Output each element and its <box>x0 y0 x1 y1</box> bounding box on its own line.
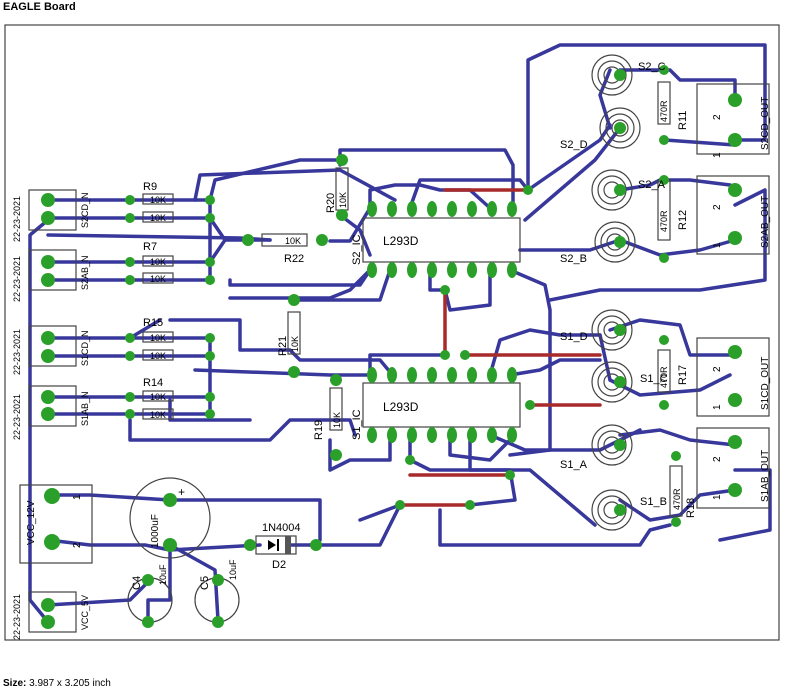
label-r9-val-a: 10K <box>150 195 166 205</box>
label-r19-val: 10K <box>332 412 342 428</box>
ic-l293d-top <box>362 217 521 263</box>
label-r11: R11 <box>677 111 689 130</box>
ic-l293d-bottom <box>362 382 521 428</box>
label-r15-val-b: 10K <box>150 351 166 361</box>
bottom-layer-traces <box>398 188 602 507</box>
label-r14: R14 <box>143 377 163 389</box>
label-s1-ic: S1_IC <box>351 409 363 440</box>
label-r14-val-b: 10K <box>150 410 166 420</box>
connector-s1cd-n <box>28 325 77 367</box>
label-cap-1000uf: 1000uF <box>150 514 161 548</box>
label-s2ab-pin1: 1 <box>712 242 723 248</box>
label-r20-val: 10K <box>338 192 348 208</box>
label-s1cd-n: S1CD_N <box>80 330 90 366</box>
label-date-5: 22-23-2021 <box>12 594 22 640</box>
connector-s1ab-out <box>696 427 770 509</box>
label-date-2: 22-23-2021 <box>12 256 22 302</box>
label-s2cd-out: S2CD_OUT <box>760 97 771 150</box>
label-c4-val: 10uF <box>158 564 168 585</box>
silkscreen-labels: R9 R7 R15 R14 10K 10K 10K 10K 10K 10K 10… <box>12 61 771 640</box>
label-r17: R17 <box>677 365 689 385</box>
pcb-board: R9 R7 R15 R14 10K 10K 10K 10K 10K 10K 10… <box>4 24 780 641</box>
label-s2cd-pin2: 2 <box>712 114 723 120</box>
label-r18: R18 <box>685 498 697 518</box>
label-r7-val-b: 10K <box>150 274 166 284</box>
label-r12: R12 <box>677 210 689 230</box>
label-s1cd-pin2: 2 <box>712 366 723 372</box>
label-r19: R19 <box>313 420 325 440</box>
label-s1ab-pin1: 1 <box>712 494 723 500</box>
label-date-1: 22-23-2021 <box>12 196 22 242</box>
label-cap-plus: + <box>178 485 185 499</box>
label-s1ab-n: S1AB_N <box>80 391 90 426</box>
label-vcc-pin1: 1 <box>72 494 83 500</box>
label-s2ab-out: S2AB_OUT <box>760 196 771 248</box>
label-s2cd-pin1: 1 <box>712 152 723 158</box>
label-s2cd-n: S2CD_N <box>80 192 90 228</box>
label-date-4: 22-23-2021 <box>12 394 22 440</box>
connector-s2cd-out <box>696 83 770 155</box>
label-r12-val: 470R <box>659 210 669 232</box>
label-vcc-5v: VCC_5V <box>80 595 90 630</box>
label-vcc-pin2: 2 <box>72 542 83 548</box>
label-r20: R20 <box>325 193 337 213</box>
label-s2-c: S2_C <box>638 61 666 73</box>
label-c5: C5 <box>199 576 211 590</box>
label-s1cd-out: S1CD_OUT <box>760 357 771 410</box>
label-d2: D2 <box>272 559 286 571</box>
capacitor-1000uf <box>129 477 211 559</box>
label-s1ab-pin2: 2 <box>712 456 723 462</box>
connector-s2ab-out <box>696 175 770 255</box>
connector-s1cd-out <box>696 337 770 417</box>
label-r21: R21 <box>277 336 289 356</box>
label-s1-c: S1_C <box>640 373 668 385</box>
label-s1ab-out: S1AB_OUT <box>760 450 771 502</box>
label-s2-b: S2_B <box>560 253 587 265</box>
size-value: 3.987 x 3.205 inch <box>29 678 111 689</box>
label-c5-val: 10uF <box>228 559 238 580</box>
label-s2-a: S2_A <box>638 179 666 191</box>
label-date-3: 22-23-2021 <box>12 329 22 375</box>
label-r11-val: 470R <box>659 100 669 122</box>
diode-symbol <box>268 536 291 554</box>
label-s2ab-n: S2AB_N <box>80 255 90 290</box>
label-ic-bottom: L293D <box>383 400 419 414</box>
label-s1-b: S1_B <box>640 496 667 508</box>
label-diode: 1N4004 <box>262 522 301 534</box>
label-r21-val: 10K <box>290 336 300 352</box>
label-r9-val-b: 10K <box>150 213 166 223</box>
label-s1cd-pin1: 1 <box>712 404 723 410</box>
label-r9: R9 <box>143 181 157 193</box>
page-title: EAGLE Board <box>3 1 76 13</box>
label-s2-ic: S2_IC <box>351 234 363 265</box>
label-r15-val-a: 10K <box>150 333 166 343</box>
label-r15: R15 <box>143 317 163 329</box>
pads <box>41 65 742 629</box>
label-ic-top: L293D <box>383 234 419 248</box>
top-layer-traces <box>28 43 772 624</box>
label-s1-a: S1_A <box>560 459 588 471</box>
size-label: Size: <box>3 678 27 689</box>
label-s1-d: S1_D <box>560 331 588 343</box>
label-r22-val: 10K <box>285 236 301 246</box>
board-outline <box>4 24 780 641</box>
label-r7-val-a: 10K <box>150 257 166 267</box>
connector-s2cd-n <box>28 189 77 231</box>
label-c4: C4 <box>131 576 143 590</box>
connector-vcc-12v <box>19 484 93 564</box>
label-s2ab-pin2: 2 <box>712 204 723 210</box>
label-s2-d: S2_D <box>560 139 588 151</box>
connector-s1ab-n <box>28 385 77 427</box>
label-r14-val-a: 10K <box>150 392 166 402</box>
connector-vcc-5v <box>28 591 77 633</box>
connector-s2ab-n <box>28 249 77 291</box>
label-r22: R22 <box>284 253 304 265</box>
component-outlines <box>19 54 770 633</box>
label-r17-val: 470R <box>659 366 669 388</box>
board-size: Size: 3.987 x 3.205 inch <box>3 678 111 689</box>
label-r7: R7 <box>143 241 157 253</box>
label-vcc-12v: VCC_12V <box>26 500 37 545</box>
label-r18-val: 470R <box>672 488 682 510</box>
